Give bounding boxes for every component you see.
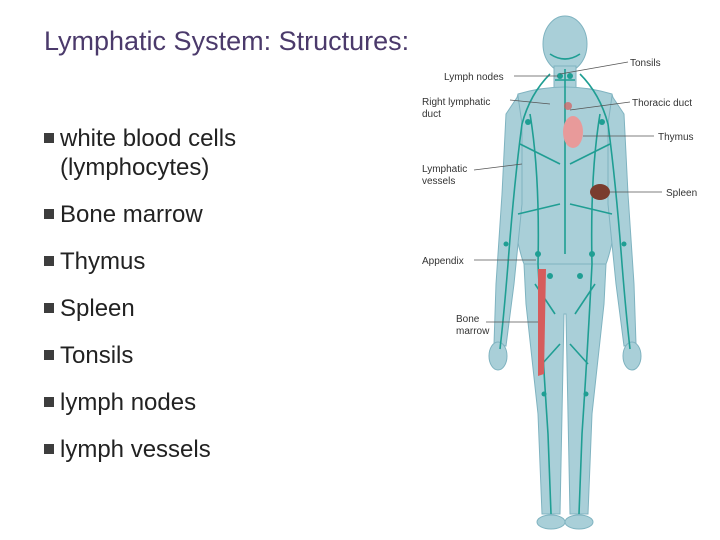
bullet-text: Tonsils	[60, 342, 134, 369]
lymphatic-system-illustration: Tonsils Lymph nodes Right lymphatic duct…	[422, 15, 697, 530]
label-bone-marrow-2: marrow	[456, 326, 490, 337]
bullet-list: white blood cells (lymphocytes) Bone mar…	[44, 124, 236, 464]
bullet-marker-icon	[44, 303, 54, 313]
bullet-item: Bone marrow	[44, 200, 236, 229]
bullet-text: Bone marrow	[60, 201, 203, 228]
bullet-item: Tonsils	[44, 341, 236, 370]
spleen-organ	[590, 184, 610, 200]
bullet-text: white blood cells	[60, 125, 237, 152]
bullet-text: Spleen	[60, 295, 135, 322]
bullet-text-continued: (lymphocytes)	[60, 154, 210, 181]
label-lymphatic-vessels-2: vessels	[422, 176, 455, 187]
label-lymphatic-vessels: Lymphatic	[422, 164, 467, 175]
thymus-organ	[563, 116, 583, 148]
bullet-item: lymph vessels	[44, 435, 236, 464]
bullet-marker-icon	[44, 350, 54, 360]
bullet-item: lymph nodes	[44, 388, 236, 417]
slide-title: Lymphatic System: Structures:	[44, 26, 410, 56]
label-thymus: Thymus	[658, 132, 694, 143]
bullet-marker-icon	[44, 256, 54, 266]
bullet-text: lymph vessels	[60, 436, 211, 463]
bullet-item: Spleen	[44, 294, 236, 323]
label-bone-marrow: Bone	[456, 314, 480, 325]
label-spleen: Spleen	[666, 188, 697, 199]
bullet-item: white blood cells (lymphocytes)	[44, 124, 236, 182]
bone-marrow-femur	[538, 269, 546, 376]
bullet-item: Thymus	[44, 247, 236, 276]
bullet-marker-icon	[44, 133, 54, 143]
label-tonsils: Tonsils	[630, 58, 661, 69]
bullet-marker-icon	[44, 444, 54, 454]
label-thoracic-duct: Thoracic duct	[632, 98, 692, 109]
label-right-lymphatic-duct: Right lymphatic	[422, 97, 490, 108]
bullet-text: lymph nodes	[60, 389, 197, 416]
label-appendix: Appendix	[422, 256, 464, 267]
label-leaders	[473, 61, 662, 323]
heart-icon	[564, 102, 572, 110]
label-right-lymphatic-duct-2: duct	[422, 109, 441, 120]
bullet-marker-icon	[44, 397, 54, 407]
lymph-nodes	[503, 73, 627, 397]
bullet-text: Thymus	[60, 248, 146, 275]
label-lymph-nodes: Lymph nodes	[444, 72, 504, 83]
bullet-marker-icon	[44, 209, 54, 219]
